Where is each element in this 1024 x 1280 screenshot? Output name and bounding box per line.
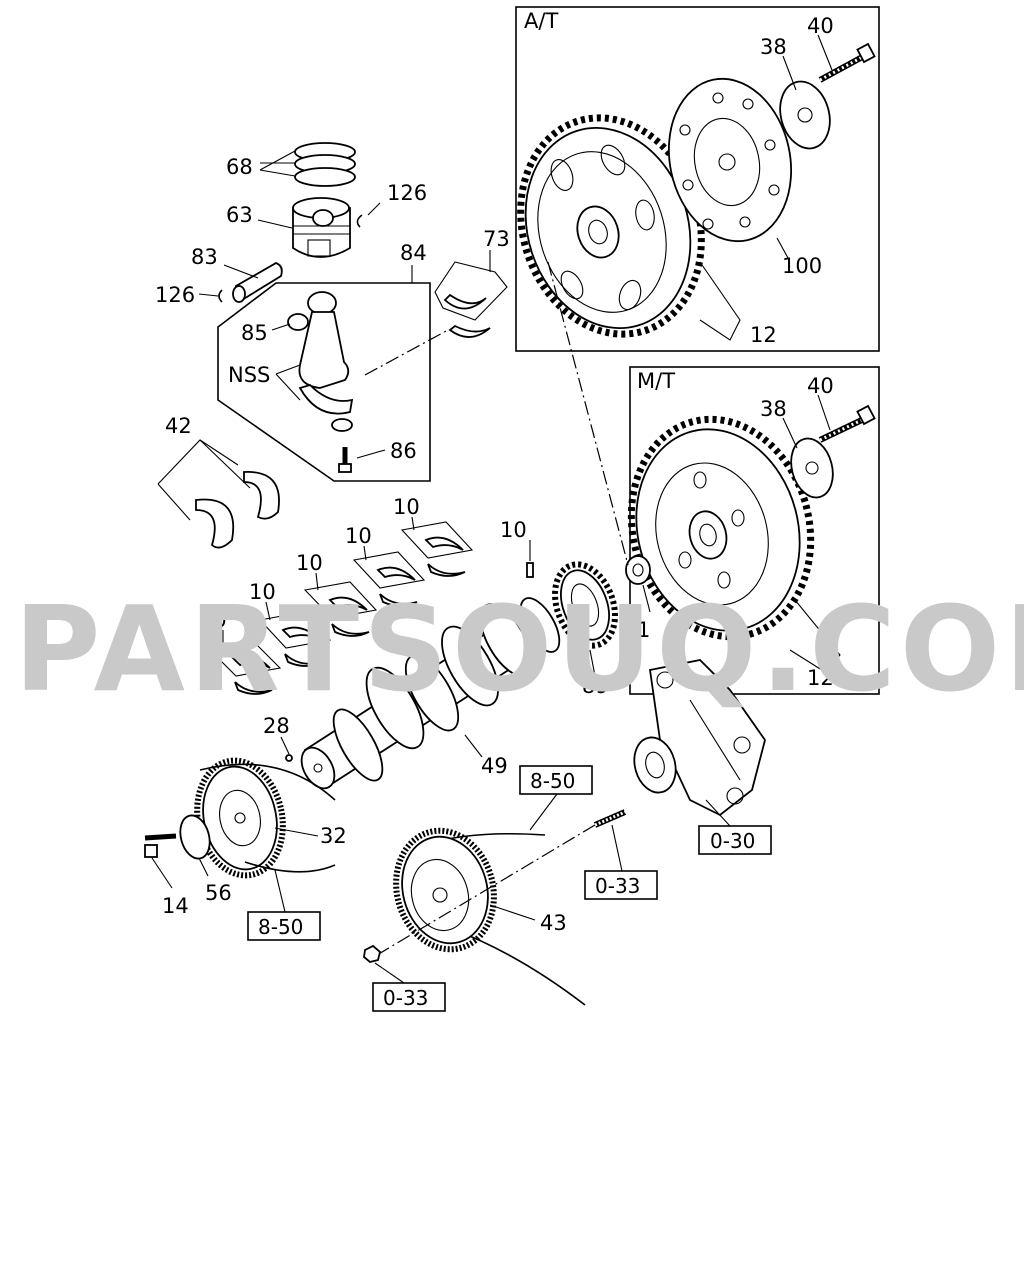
mt-bolt-part [818, 404, 876, 443]
callout-38-at: 38 [760, 35, 787, 59]
callout-73: 73 [483, 227, 510, 251]
ref-8-50-upper-label: 8-50 [530, 769, 575, 793]
at-flex-plate-part [667, 77, 793, 243]
nut-part [363, 944, 382, 963]
ref-8-50-lower: 8-50 [247, 911, 321, 941]
watermark: PARTSOUQ.COM [14, 580, 1024, 718]
ref-8-50-lower-label: 8-50 [258, 915, 303, 939]
water-pump-part [633, 659, 766, 817]
inset-at: A/T [515, 6, 880, 352]
callout-85: 85 [241, 321, 268, 345]
crank-gear-28-part [552, 561, 618, 649]
callout-12-at: 12 [750, 323, 777, 347]
rod-bearing-73-part [434, 261, 508, 338]
ref-0-33-bottom-label: 0-33 [383, 986, 428, 1010]
at-ring-gear-part [517, 114, 705, 338]
ref-0-33-right-label: 0-33 [595, 874, 640, 898]
callout-14: 56 [205, 881, 232, 905]
inset-at-frame [515, 6, 880, 352]
callout-10-b: 10 [249, 580, 276, 604]
bolt-43-part [144, 833, 177, 858]
piston-rings-part [294, 142, 356, 187]
ref-0-33-bottom: 0-33 [372, 982, 446, 1012]
pin-89-part [526, 562, 534, 578]
snap-ring-126-upper [356, 214, 363, 228]
snap-ring-126-lower [218, 289, 223, 303]
callout-40-at: 40 [807, 14, 834, 38]
ref-0-33-right: 0-33 [584, 870, 658, 900]
callout-86: 86 [390, 439, 417, 463]
thrust-washers-42-part [195, 471, 280, 549]
washer-14-part [179, 814, 211, 860]
callout-61: 43 [540, 911, 567, 935]
callout-89: 10 [500, 518, 527, 542]
callout-12-mt: 12 [807, 666, 834, 690]
callout-10-c: 10 [296, 551, 323, 575]
main-bearings-10-part [206, 521, 474, 695]
at-bolt-part [818, 42, 876, 83]
callout-1: 49 [481, 754, 508, 778]
inset-mt-frame [629, 366, 880, 695]
callout-42: 42 [165, 414, 192, 438]
callout-49: 1 [637, 618, 650, 642]
mt-washer-part [790, 437, 834, 499]
piston-pin-part [232, 262, 283, 303]
piston-part [292, 197, 351, 258]
callout-100: 100 [782, 254, 822, 278]
crankshaft-part [300, 597, 561, 790]
callout-83: 83 [191, 245, 218, 269]
callout-10-d: 10 [345, 524, 372, 548]
at-washer-part [779, 80, 831, 150]
callout-38-mt: 38 [760, 397, 787, 421]
mt-flywheel-part [627, 415, 815, 641]
callout-nss: NSS [228, 363, 270, 387]
callout-126-upper: 126 [387, 181, 427, 205]
key-32-part [285, 754, 293, 762]
callout-68: 68 [226, 155, 253, 179]
callout-10-e: 10 [393, 495, 420, 519]
conrod-part [298, 291, 354, 432]
callout-32: 28 [263, 714, 290, 738]
conrod-bolt-86-part [338, 447, 352, 473]
callout-126-lower: 126 [155, 283, 195, 307]
callout-56: 32 [320, 824, 347, 848]
callout-84: 84 [400, 241, 427, 265]
callout-10-a: 10 [200, 608, 227, 632]
bushing-85-part [287, 313, 309, 331]
inset-mt: M/T 40 38 12 [627, 366, 880, 695]
ref-0-30: 0-30 [698, 825, 772, 855]
conrod-group-frame [217, 282, 431, 482]
inset-mt-title: M/T [637, 369, 675, 393]
pulley-61-part [393, 827, 586, 1006]
ref-8-50-upper: 8-50 [519, 765, 593, 795]
callout-40-mt: 40 [807, 374, 834, 398]
callout-63: 63 [226, 203, 253, 227]
callout-28: 89 [582, 674, 609, 698]
stud-bolt-part [593, 809, 627, 828]
pilot-bearing-49-part [625, 555, 651, 585]
ref-0-30-label: 0-30 [710, 829, 755, 853]
callout-43: 14 [162, 894, 189, 918]
inset-at-title: A/T [524, 9, 558, 33]
